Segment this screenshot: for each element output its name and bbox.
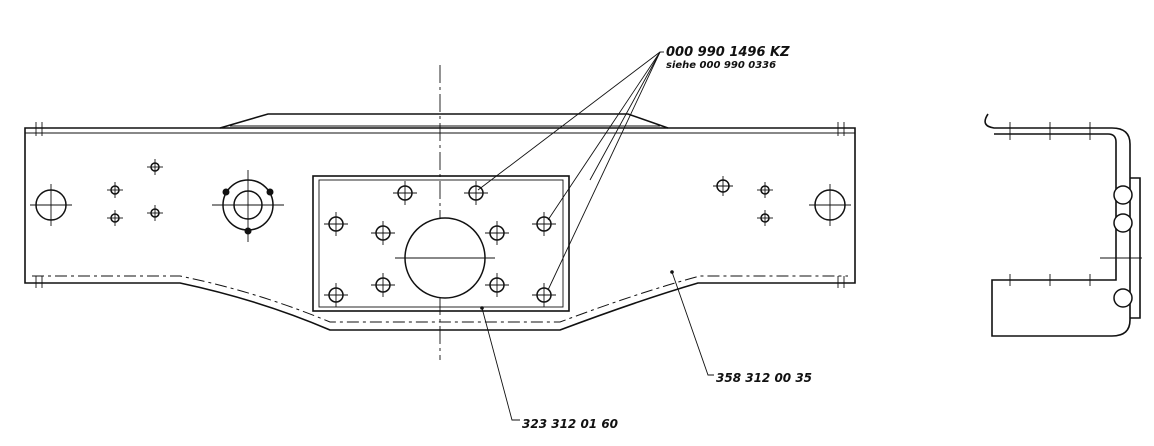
leader-lines xyxy=(477,51,714,421)
end-ticks xyxy=(35,122,845,288)
right-mount-hole xyxy=(809,184,851,226)
top-flange xyxy=(219,113,669,129)
small-holes-right xyxy=(713,176,773,226)
bend-line xyxy=(32,275,848,323)
plate-part-number: 323 312 01 60 xyxy=(522,417,618,431)
side-view xyxy=(984,113,1142,337)
side-profile xyxy=(984,113,1131,337)
bracket-part-number: 358 312 00 35 xyxy=(716,371,812,385)
bolt-part-number: 000 990 1496 KZ xyxy=(666,45,790,60)
flange-hole-left xyxy=(212,170,284,242)
side-bolts xyxy=(1113,185,1133,308)
bolt-reference: siehe 000 990 0336 xyxy=(666,60,776,71)
left-mount-hole xyxy=(30,184,72,226)
bracket-outline xyxy=(24,127,856,331)
plate-holes xyxy=(324,181,556,307)
small-holes-left xyxy=(107,159,163,226)
mounting-plate xyxy=(312,175,570,312)
side-ticks xyxy=(1009,122,1091,286)
front-view xyxy=(24,51,856,421)
